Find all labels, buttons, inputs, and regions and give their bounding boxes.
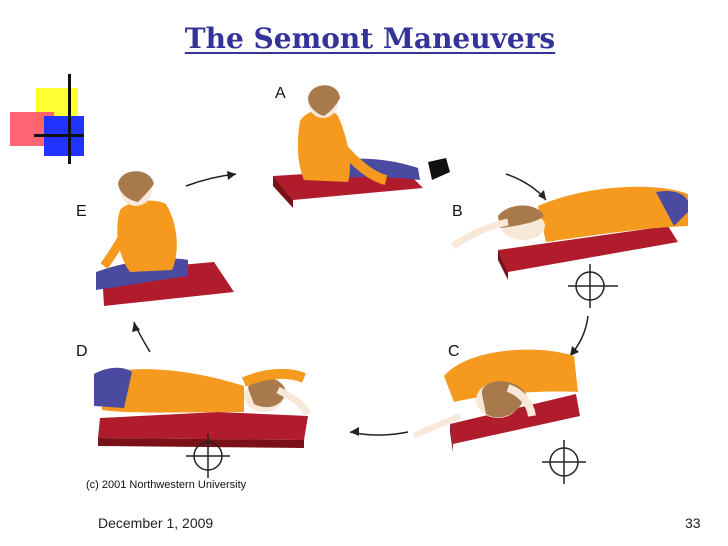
- slide-page-number: 33: [685, 515, 701, 531]
- panel-a: A: [273, 85, 450, 208]
- maneuver-diagram: A B: [76, 85, 688, 491]
- panel-label-b: B: [452, 203, 463, 220]
- logo-horizontal-line: [34, 134, 84, 137]
- panel-label-e: E: [76, 203, 87, 220]
- crosshair-circle-icon-c: [542, 440, 586, 484]
- crosshair-circle-icon-b: [568, 264, 618, 308]
- slide-logo: [8, 74, 84, 164]
- panel-label-a: A: [275, 85, 286, 102]
- slide-date: December 1, 2009: [98, 515, 214, 531]
- panel-label-d: D: [76, 343, 88, 360]
- slide-title: The Semont Maneuvers: [184, 22, 556, 55]
- semont-maneuver-illustration: A B: [68, 76, 688, 496]
- crosshair-circle-icon-d: [186, 434, 230, 478]
- panel-label-c: C: [448, 343, 460, 360]
- panel-c: C: [412, 343, 586, 484]
- panel-b: B: [451, 186, 688, 308]
- panel-e: E: [76, 171, 234, 306]
- logo-vertical-line: [68, 74, 71, 164]
- panel-d: D: [76, 343, 312, 478]
- figure-copyright: (c) 2001 Northwestern University: [86, 479, 247, 491]
